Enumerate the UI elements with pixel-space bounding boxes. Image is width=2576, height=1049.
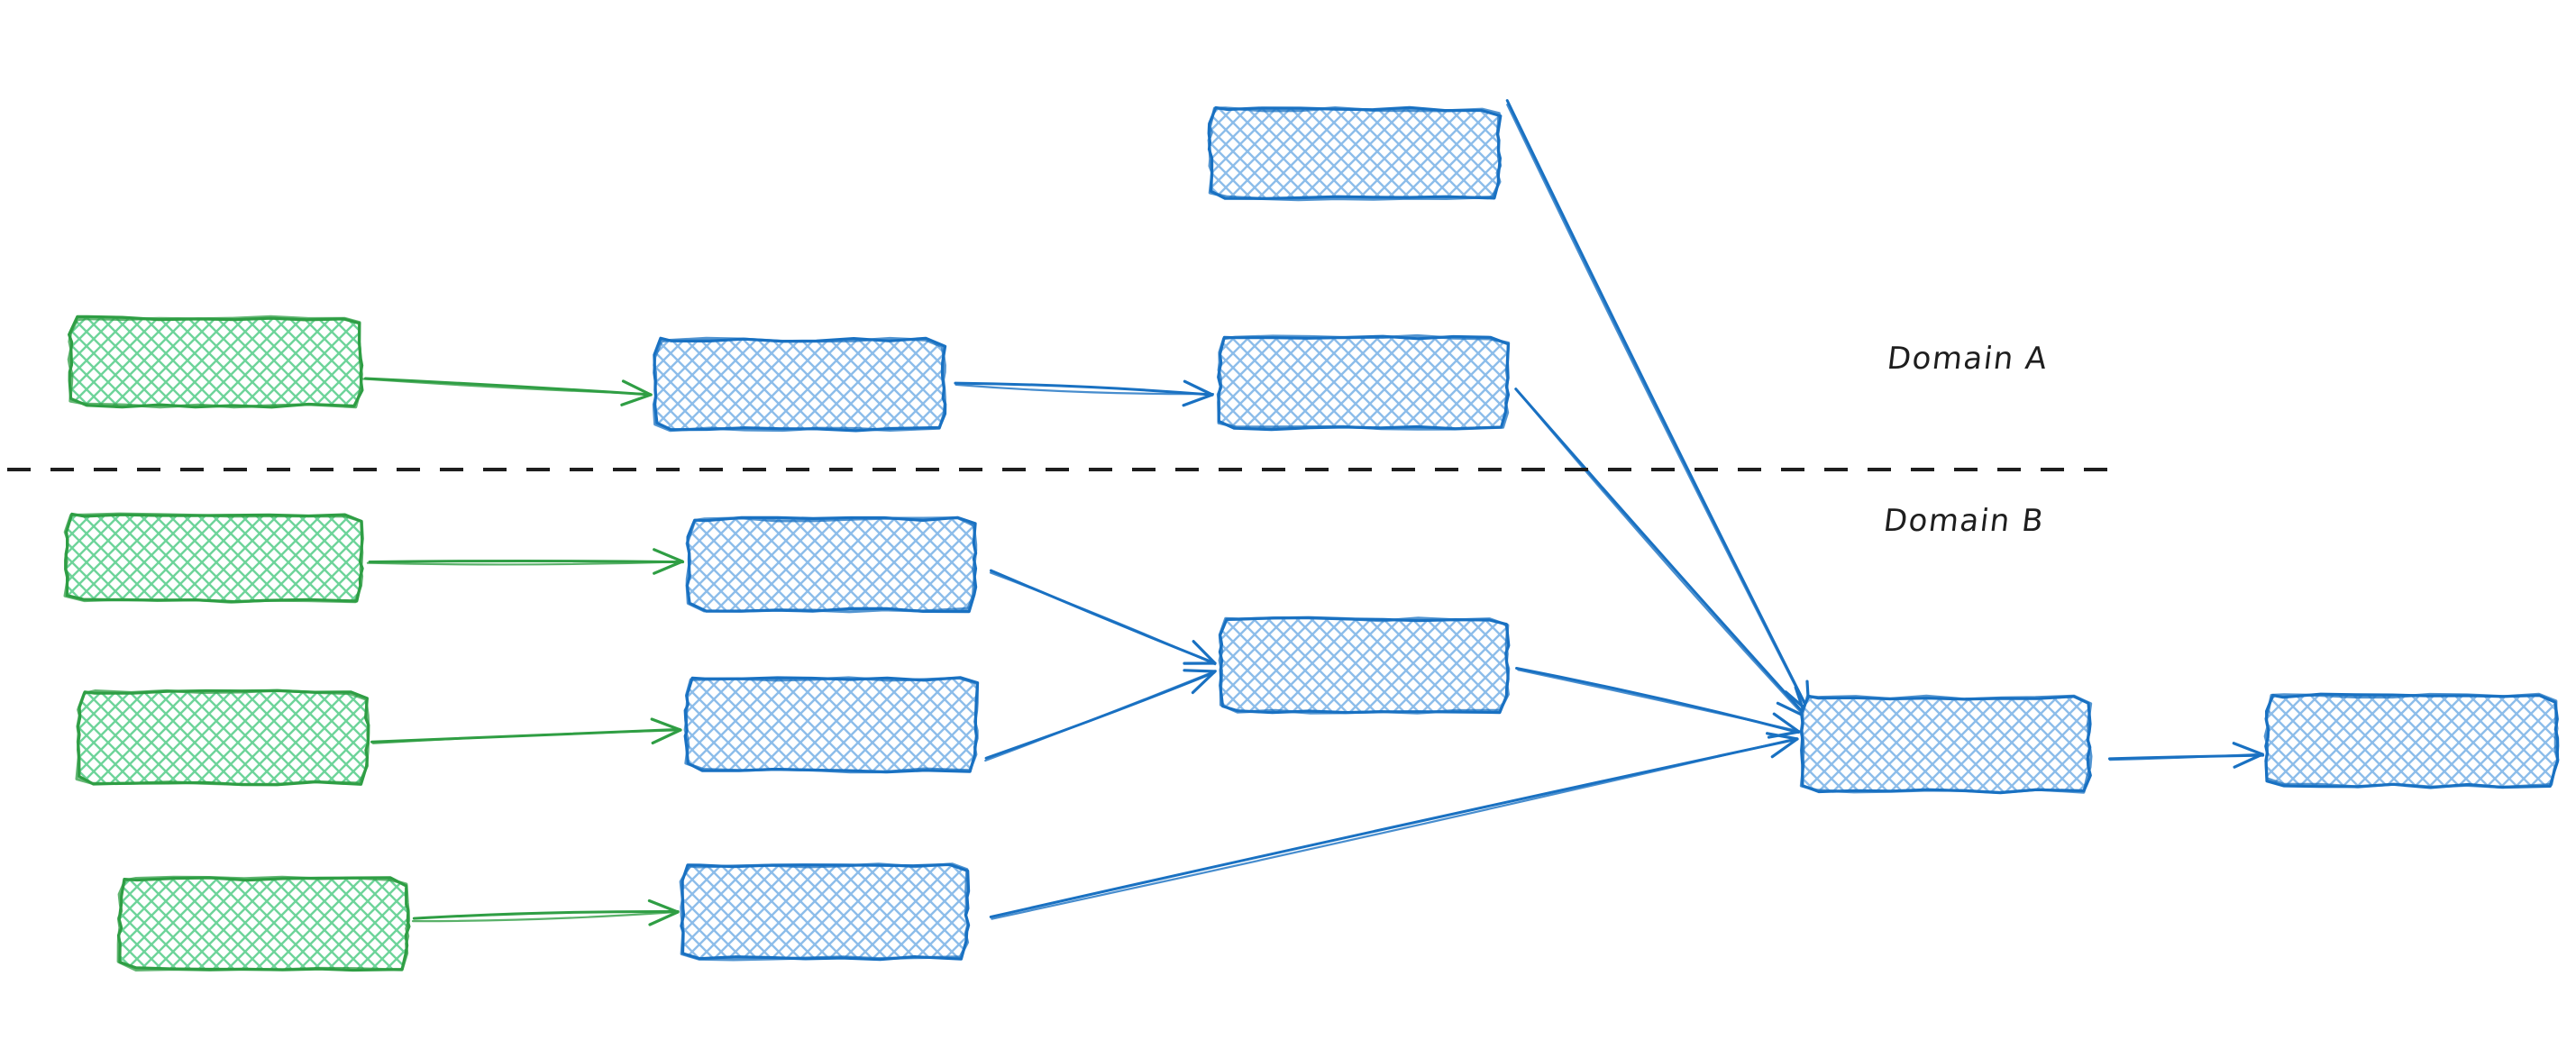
edge-e10	[1515, 666, 1802, 739]
domain-b-label: Domain B	[1881, 503, 2047, 539]
edge-e12	[2108, 742, 2265, 769]
node-b-green-1[interactable]	[63, 512, 364, 604]
edge-e3	[1505, 99, 1811, 714]
node-b-green-3[interactable]	[116, 875, 411, 972]
domain-a-label: Domain A	[1885, 341, 2051, 377]
edge-e9	[984, 669, 1217, 762]
edge-e4	[1514, 388, 1808, 719]
node-layer	[63, 105, 2560, 972]
node-a-blue-1[interactable]	[652, 336, 947, 433]
node-b-final[interactable]	[1799, 694, 2093, 795]
node-b-output[interactable]	[2263, 692, 2560, 789]
node-b-blue-3[interactable]	[679, 862, 971, 962]
edge-e6	[370, 717, 682, 744]
edge-e5	[366, 548, 685, 575]
edge-layer	[361, 99, 2265, 926]
node-b-blue-2[interactable]	[683, 676, 980, 774]
node-a-blue-top[interactable]	[1207, 105, 1503, 202]
edge-e7	[411, 898, 680, 926]
node-b-merge[interactable]	[1218, 616, 1511, 715]
node-a-green-1[interactable]	[67, 315, 364, 409]
node-b-blue-1[interactable]	[685, 515, 978, 614]
node-b-green-2[interactable]	[75, 689, 370, 787]
edge-e8	[989, 569, 1217, 666]
edge-e2	[954, 379, 1215, 407]
edge-e11	[989, 732, 1799, 920]
edge-e1	[361, 377, 653, 406]
node-a-blue-2[interactable]	[1216, 333, 1511, 432]
